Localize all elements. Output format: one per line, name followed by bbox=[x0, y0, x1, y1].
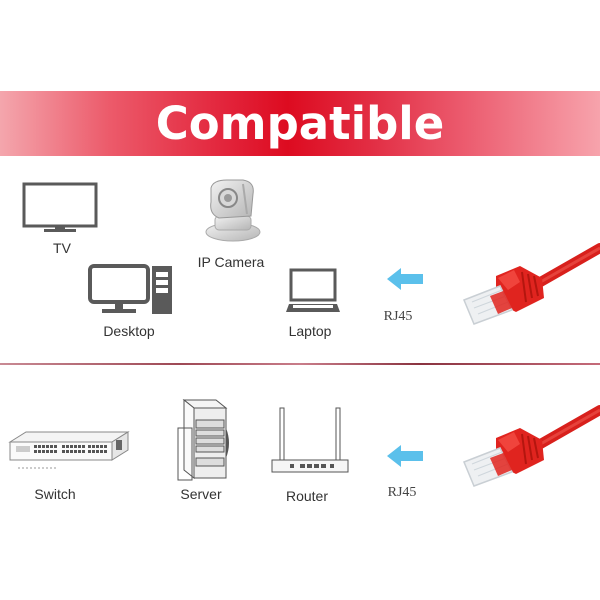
top-rj45-label: RJ45 bbox=[383, 309, 413, 324]
desktop-label: Desktop bbox=[103, 323, 155, 339]
bottom-rj45-cable bbox=[460, 398, 600, 498]
laptop-device bbox=[285, 268, 341, 314]
compatible-banner: Compatible bbox=[0, 91, 600, 156]
router-device bbox=[270, 406, 350, 476]
arrow-left-icon bbox=[387, 268, 423, 290]
router-label: Router bbox=[285, 488, 329, 504]
tv-icon bbox=[22, 182, 98, 232]
router-icon bbox=[271, 407, 349, 473]
server-rack-icon bbox=[177, 398, 229, 481]
switch-device bbox=[8, 430, 130, 472]
desktop-device bbox=[88, 264, 176, 316]
top-rj45-cable bbox=[460, 236, 600, 336]
desktop-computer-icon bbox=[88, 264, 172, 314]
bottom-rj45-label: RJ45 bbox=[387, 485, 417, 500]
tv-label: TV bbox=[53, 240, 71, 256]
top-arrow bbox=[387, 268, 423, 290]
laptop-icon bbox=[286, 268, 340, 312]
ip-camera-label: IP Camera bbox=[197, 254, 265, 270]
rj45-cable-icon bbox=[463, 243, 600, 325]
laptop-label: Laptop bbox=[288, 323, 332, 339]
server-device bbox=[176, 398, 232, 482]
server-label: Server bbox=[180, 486, 222, 502]
arrow-left-icon bbox=[387, 445, 423, 467]
section-divider bbox=[0, 363, 600, 365]
ip-camera-device bbox=[203, 178, 263, 242]
tv-device bbox=[22, 182, 98, 234]
bottom-arrow bbox=[387, 445, 423, 467]
switch-label: Switch bbox=[34, 486, 76, 502]
banner-title: Compatible bbox=[155, 97, 445, 150]
network-switch-icon bbox=[8, 431, 130, 469]
ip-camera-icon bbox=[205, 179, 261, 242]
rj45-cable-icon bbox=[463, 405, 600, 487]
